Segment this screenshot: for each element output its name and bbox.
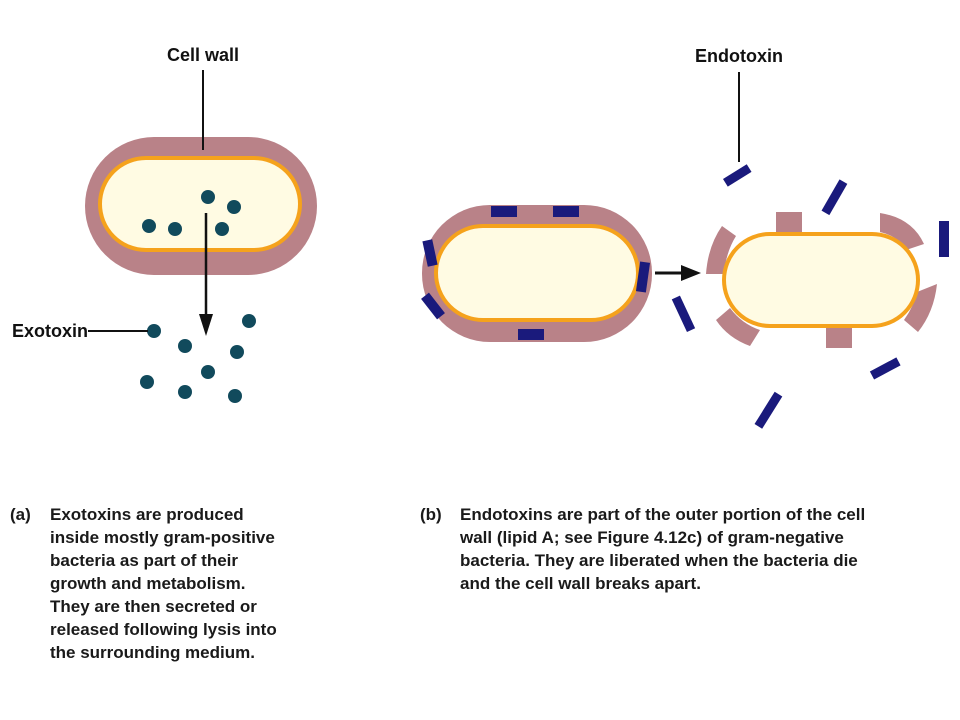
cytoplasm-a (98, 156, 302, 252)
caption-a: (a) Exotoxins are produced inside mostly… (10, 503, 390, 703)
cytoplasm-b-broken (722, 232, 920, 328)
caption-b-line1-rest: are part of the outer portion of the cel… (552, 505, 866, 524)
exotoxin-dot (178, 385, 192, 399)
caption-a-line: Exotoxins are produced (50, 503, 277, 526)
exotoxin-dot (228, 389, 242, 403)
panel-b-broken-cell (706, 212, 937, 348)
endotoxin-segment (635, 261, 651, 293)
caption-b-line: wall (lipid A; see Figure 4.12c) of gram… (460, 528, 844, 547)
exotoxin-dot (168, 222, 182, 236)
released-exotoxins (140, 314, 256, 403)
exotoxin-dot (140, 375, 154, 389)
caption-b-line: and the cell wall breaks apart. (460, 574, 701, 593)
exotoxin-dot (147, 324, 161, 338)
caption-a-lead: Exotoxins (50, 505, 132, 524)
endotoxin-segment (939, 221, 949, 257)
caption-a-line: released following lysis into (50, 620, 277, 639)
exotoxin-dot (230, 345, 244, 359)
exotoxin-label: Exotoxin (12, 321, 88, 341)
endotoxin-segment (869, 357, 901, 380)
lysis-arrow-head (681, 265, 701, 281)
caption-b-body: Endotoxins are part of the outer portion… (460, 503, 865, 595)
endotoxin-segment (723, 164, 752, 187)
wall-fragment (904, 284, 937, 332)
wall-fragment (716, 308, 760, 346)
caption-a-line: bacteria as part of their (50, 551, 239, 570)
caption-a-line: growth and metabolism. (50, 574, 246, 593)
caption-a-tag: (a) (10, 505, 31, 524)
endotoxin-segment (821, 179, 848, 216)
cell-wall-label: Cell wall (167, 45, 239, 65)
endotoxin-segment (553, 206, 579, 217)
endotoxin-segment (491, 206, 517, 217)
endotoxin-segment (754, 391, 783, 429)
secretion-arrow-head (199, 314, 213, 336)
caption-b: (b) Endotoxins are part of the outer por… (420, 503, 940, 613)
liberated-endotoxins (671, 164, 949, 429)
wall-fragment (880, 213, 924, 250)
exotoxin-dot (178, 339, 192, 353)
exotoxin-dot (227, 200, 241, 214)
caption-a-line: inside mostly gram-positive (50, 528, 275, 547)
exotoxin-dot (142, 219, 156, 233)
endotoxin-segment (671, 295, 696, 333)
caption-a-line: the surrounding medium. (50, 643, 255, 662)
exotoxin-dot (201, 365, 215, 379)
caption-a-line: They are then secreted or (50, 597, 257, 616)
caption-b-line: Endotoxins are part of the outer portion… (460, 503, 865, 526)
caption-a-body: Exotoxins are produced inside mostly gra… (50, 503, 277, 664)
endotoxin-segment (421, 292, 445, 320)
exotoxin-dot (215, 222, 229, 236)
exotoxin-dot (242, 314, 256, 328)
caption-b-line: bacteria. They are liberated when the ba… (460, 551, 858, 570)
exotoxin-dot (201, 190, 215, 204)
panel-a-cell (85, 137, 317, 275)
endotoxin-label: Endotoxin (695, 46, 783, 66)
caption-a-line1-rest: are produced (131, 505, 244, 524)
cytoplasm-b-intact (434, 224, 640, 322)
endotoxin-segment (422, 239, 438, 267)
panel-b-intact-cell (421, 205, 652, 342)
wall-fragment (706, 226, 736, 274)
caption-b-tag: (b) (420, 505, 442, 524)
caption-b-lead: Endotoxins (460, 505, 553, 524)
endotoxin-segment (518, 329, 544, 340)
